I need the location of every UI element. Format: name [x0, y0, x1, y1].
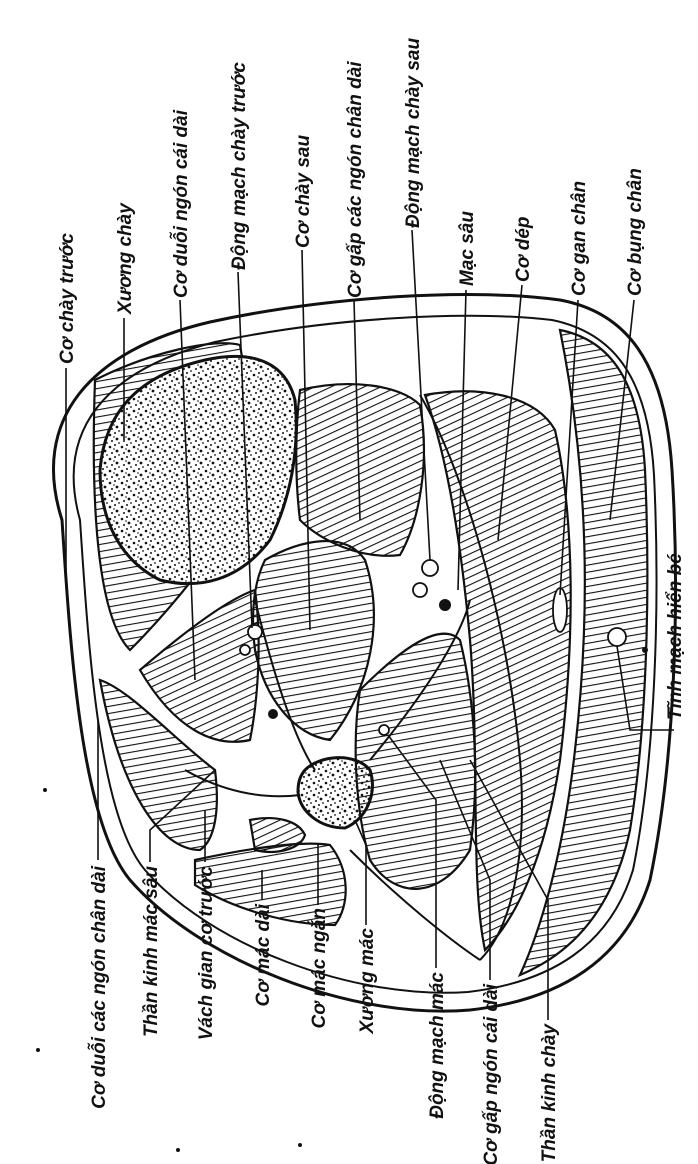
label-co-duoi-ngon-cai-dai: Cơ duỗi ngón cái dài: [170, 109, 192, 298]
label-co-gap-cac-ngon-chan-dai: Cơ gấp các ngón chân dài: [345, 61, 366, 298]
deep-peroneal-nerve-dot: [268, 709, 278, 719]
peroneal-artery: [379, 725, 389, 735]
label-dong-mach-chay-truoc: Động mạch chày trước: [229, 62, 250, 270]
label-co-chay-truoc: Cơ chày trước: [57, 233, 78, 364]
speck-1: [43, 788, 47, 792]
label-dong-mach-chay-sau: Động mạch chày sau: [403, 38, 424, 228]
posterior-tibial-artery: [422, 560, 438, 576]
label-xuong-mac: Xương mác: [357, 928, 378, 1035]
label-co-mac-dai: Cơ mác dài: [253, 903, 274, 1006]
label-than-kinh-mac-sau: Thần kinh mác sâu: [141, 866, 162, 1037]
label-co-duoi-cac-ngon-chan-dai: Cơ duỗi các ngón chân dài: [88, 865, 110, 1109]
speck-4: [176, 1148, 180, 1152]
speck-3: [298, 1143, 302, 1147]
label-co-gap-ngon-cai-dai: Cơ gấp ngón cái dài: [481, 983, 502, 1164]
tibial-nerve: [439, 599, 451, 611]
label-co-chay-sau: Cơ chày sau: [293, 135, 314, 248]
label-xuong-chay: Xương chày: [115, 202, 136, 315]
label-vach-gian-co-truoc: Vách gian cơ trước: [196, 866, 217, 1041]
speck-2: [36, 1048, 40, 1052]
flexor-hallucis-longus-muscle: [356, 634, 476, 889]
label-mac-sau: Mạc sâu: [457, 211, 478, 286]
label-co-mac-ngan: Cơ mác ngắn: [308, 908, 330, 1028]
posterior-tibial-vein: [413, 583, 427, 597]
label-co-dep: Cơ dép: [513, 216, 534, 282]
label-dong-mach-mac: Động mạch mác: [427, 972, 448, 1119]
label-co-gan-chan: Cơ gan chân: [569, 181, 590, 296]
anterior-tibial-artery: [248, 625, 262, 639]
small-saphenous-vein: [608, 628, 626, 646]
small-saphenous-dot: [642, 647, 648, 653]
label-co-bung-chan: Cơ bụng chân: [625, 168, 646, 296]
label-tinh-mach-hien-be: Tĩnh mạch hiển bé: [665, 553, 686, 720]
flexor-digitorum-longus-muscle: [296, 384, 424, 556]
label-than-kinh-chay: Thần kinh chày: [539, 1023, 560, 1163]
anterior-tibial-vein: [240, 645, 250, 655]
